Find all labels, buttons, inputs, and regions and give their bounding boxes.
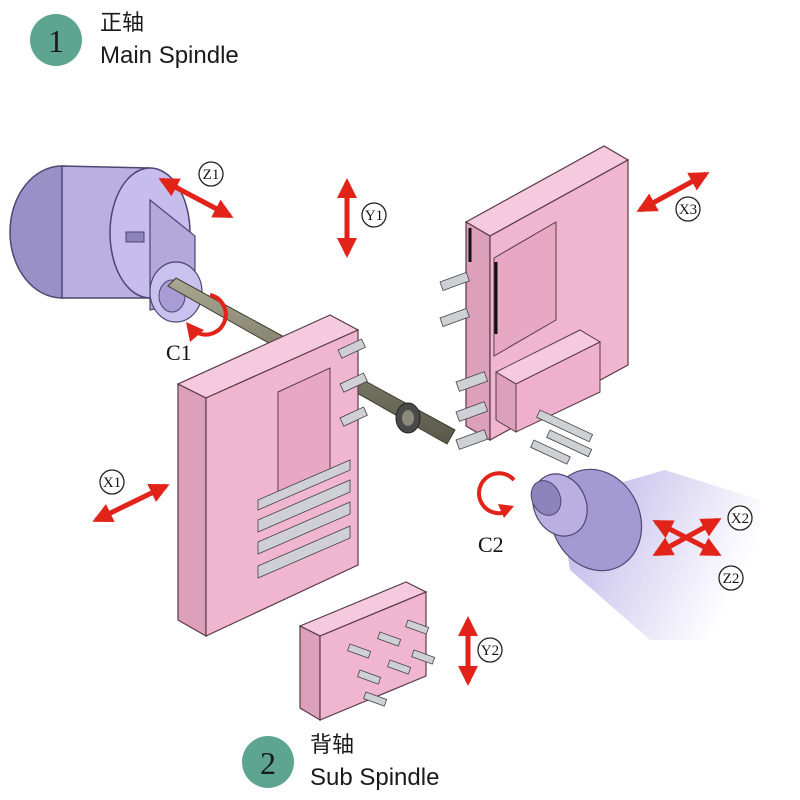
number-badge-1 [30, 14, 82, 66]
axis-label-x3: X3 [679, 202, 697, 218]
axis-label-c2: C2 [478, 532, 504, 557]
main-spindle-header: 1 正轴 Main Spindle [30, 11, 239, 69]
main-spindle-body [9, 165, 203, 323]
axis-label-x2: X2 [731, 511, 749, 527]
axis-label-z2: Z2 [723, 571, 740, 587]
axis-badge-z1 [198, 161, 224, 187]
x3-arrow [636, 171, 710, 213]
axis-label-c1: C1 [166, 340, 192, 365]
axis-badge-x1 [99, 469, 125, 495]
axis-label-y2: Y2 [481, 643, 499, 659]
axis-badge-z2 [718, 565, 744, 591]
header-title-zh: 正轴 [100, 11, 144, 36]
c2-rotation-arrow [477, 471, 516, 518]
header-number: 1 [48, 23, 64, 59]
axis-badge-x3 [675, 196, 701, 222]
axis-badge-y1 [361, 202, 387, 228]
y2-tool-block [298, 581, 436, 722]
axis-label-z1: Z1 [203, 167, 220, 183]
footer-title-en: Sub Spindle [310, 764, 439, 791]
axis-badge-x2 [727, 505, 753, 531]
axis-badge-y2 [477, 637, 503, 663]
footer-title-zh: 背轴 [310, 733, 354, 758]
axis-label-x1: X1 [103, 475, 121, 491]
x3-tool-block [439, 145, 630, 465]
x1-tool-block [176, 314, 368, 638]
footer-number: 2 [260, 745, 276, 781]
c1-rotation-arrow [186, 293, 228, 342]
header-title-en: Main Spindle [100, 42, 239, 69]
z2-arrow [652, 519, 722, 557]
sub-spindle-footer: 2 背轴 Sub Spindle [242, 733, 439, 791]
x1-arrow [92, 483, 170, 523]
number-badge-2 [242, 736, 294, 788]
sub-spindle-body [530, 468, 760, 640]
axis-label-y1: Y1 [365, 208, 383, 224]
z1-arrow [158, 177, 234, 219]
